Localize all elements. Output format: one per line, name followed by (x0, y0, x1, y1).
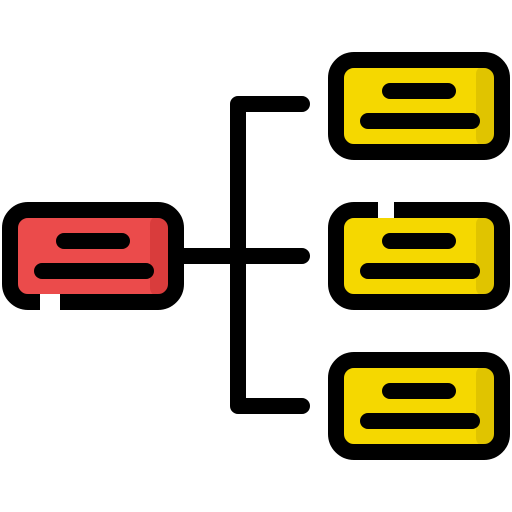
child-node-top (328, 52, 510, 160)
child-node-bottom (328, 352, 510, 460)
root-node-shadow (150, 216, 170, 296)
child-node-middle-border (328, 202, 510, 310)
root-node (2, 202, 184, 310)
root-node-border (2, 202, 184, 310)
child-node-bottom-shadow (476, 366, 496, 446)
root-node-gap (40, 294, 60, 310)
child-node-middle (328, 202, 510, 310)
child-node-top-border (328, 52, 510, 160)
tree-connector (176, 96, 310, 414)
child-node-middle-shadow (476, 216, 496, 296)
child-node-top-shadow (476, 66, 496, 146)
child-node-bottom-border (328, 352, 510, 460)
child-node-middle-gap (378, 202, 394, 218)
